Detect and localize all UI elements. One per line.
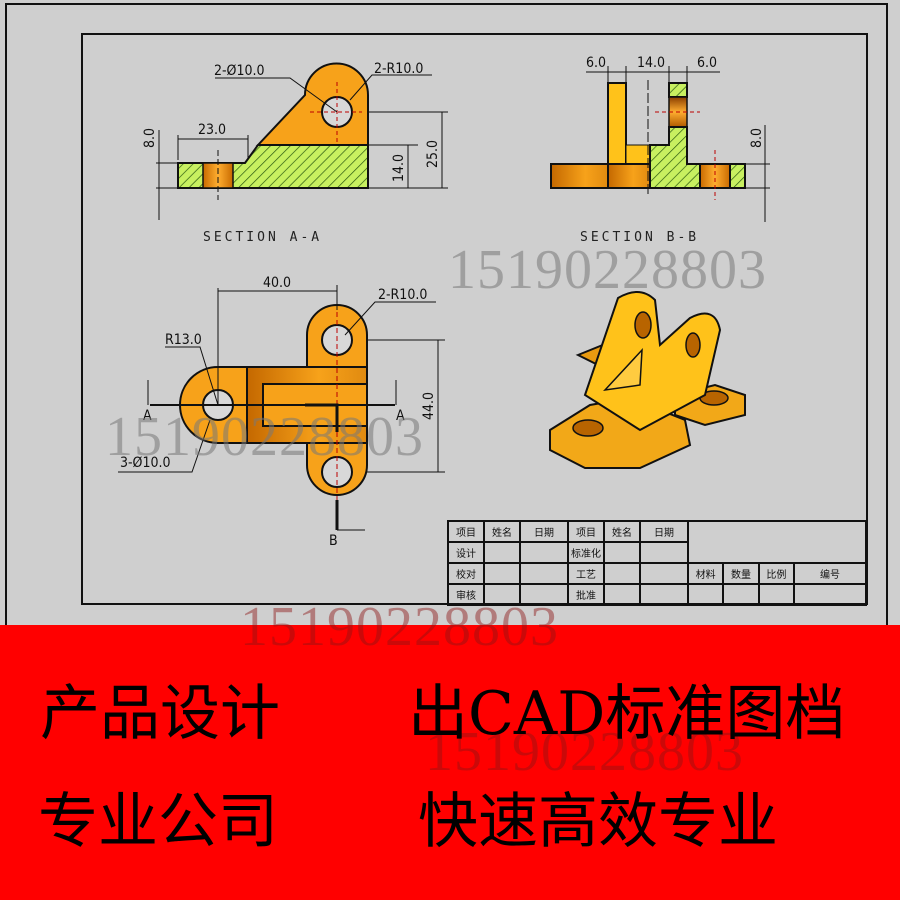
banner-text-product-design: 产品设计: [40, 679, 280, 749]
section-bb-caption: SECTION B-B: [580, 230, 699, 245]
tb-cell: 批准: [567, 583, 605, 606]
tb-cell: 项目: [447, 520, 485, 543]
tb-cell: [483, 541, 521, 564]
dim-top-height: 44.0: [421, 392, 437, 420]
tb-cell: 日期: [639, 520, 689, 543]
banner-text-cad-drawings: 出CAD标准图档: [408, 679, 846, 749]
tb-cell: [483, 583, 521, 606]
dim-top-span: 40.0: [263, 275, 291, 291]
tb-cell: 设计: [447, 541, 485, 564]
tb-cell: 校对: [447, 562, 485, 585]
dim-top-radius-end: R13.0: [165, 332, 202, 348]
tb-cell: 审核: [447, 583, 485, 606]
watermark-phone: 15190228803: [448, 239, 767, 301]
watermark-phone: 15190228803: [240, 596, 559, 658]
tb-cell: 日期: [519, 520, 569, 543]
banner-text-fast-efficient: 快速高效专业: [418, 787, 778, 857]
tb-cell: [603, 562, 641, 585]
isometric-view: [549, 291, 746, 469]
tb-cell: 项目: [567, 520, 605, 543]
dim-bb-right: 6.0: [697, 55, 717, 71]
tb-cell: [686, 583, 725, 606]
tb-cell: [722, 583, 760, 606]
dim-aa-thickness: 8.0: [142, 128, 158, 148]
tb-cell: [519, 541, 569, 564]
tb-cell: [639, 583, 689, 606]
tb-header-number: 编号: [793, 562, 867, 585]
tb-cell: 姓名: [603, 520, 641, 543]
tb-cell: [519, 562, 569, 585]
tb-cell: 工艺: [567, 562, 605, 585]
dim-bb-left: 6.0: [586, 55, 606, 71]
watermark-phone: 15190228803: [425, 721, 744, 783]
tb-cell: [603, 583, 641, 606]
tb-blank: [687, 520, 867, 564]
dim-bb-thickness: 8.0: [749, 128, 765, 148]
dim-aa-height-low: 14.0: [391, 154, 407, 182]
section-mark-a-left: A: [143, 408, 152, 424]
dim-aa-hole: 2-Ø10.0: [214, 63, 265, 79]
tb-cell: [757, 583, 796, 606]
watermark-phone: 15190228803: [105, 406, 424, 468]
dim-bb-middle: 14.0: [637, 55, 665, 71]
tb-cell: [519, 583, 569, 606]
drawing-sheet: 2-Ø10.0 2-R10.0 23.0 8.0 14.0 25.0 SECTI…: [5, 3, 888, 643]
section-aa-view: [156, 62, 448, 220]
dim-top-radius-ears: 2-R10.0: [378, 287, 427, 303]
top-view: [118, 285, 445, 531]
cad-drawing: 2-Ø10.0 2-R10.0 23.0 8.0 14.0 25.0 SECTI…: [118, 55, 770, 549]
tb-header-quantity: 数量: [722, 562, 760, 585]
promo-banner: 15190228803 15190228803 产品设计 出CAD标准图档 专业…: [0, 596, 900, 900]
dim-aa-height-total: 25.0: [425, 140, 441, 168]
tb-header-scale: 比例: [757, 562, 796, 585]
dim-top-holes: 3-Ø10.0: [120, 455, 171, 471]
section-mark-b: B: [329, 533, 338, 549]
tb-cell: 标准化: [567, 541, 605, 564]
title-block: 项目 姓名 日期 项目 姓名 日期 设计 标准化 校对 工艺: [447, 520, 867, 606]
dim-aa-width: 23.0: [198, 122, 226, 138]
tb-cell: [793, 583, 867, 606]
section-bb-view: [550, 66, 770, 222]
tb-cell: [483, 562, 521, 585]
tb-cell: [639, 562, 689, 585]
tb-cell: [639, 541, 689, 564]
tb-cell: [603, 541, 641, 564]
tb-cell: 姓名: [483, 520, 521, 543]
section-mark-a-right: A: [396, 408, 405, 424]
dim-aa-radius: 2-R10.0: [374, 61, 423, 77]
banner-text-professional-company: 专业公司: [38, 787, 278, 857]
section-aa-caption: SECTION A-A: [203, 230, 322, 245]
tb-header-material: 材料: [686, 562, 725, 585]
